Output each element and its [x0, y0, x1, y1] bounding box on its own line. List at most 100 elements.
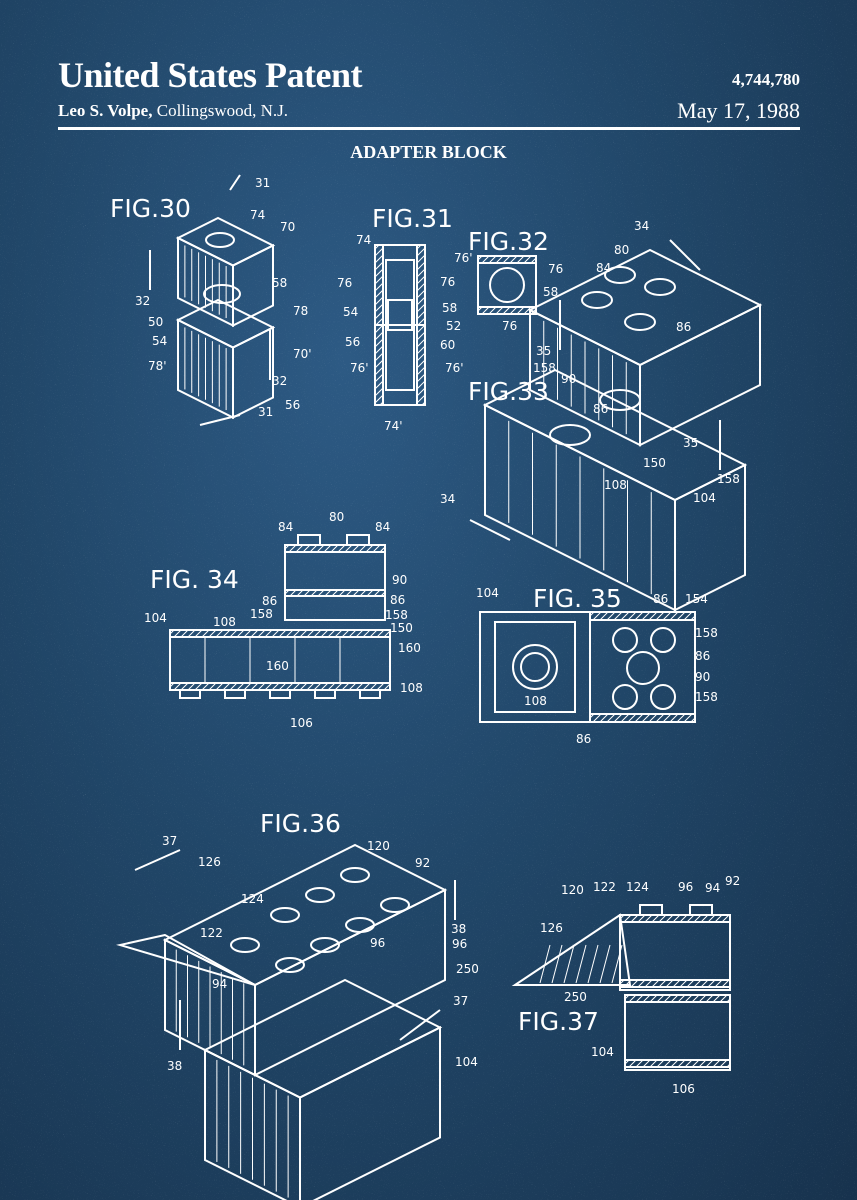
line: [169, 682, 175, 688]
reference-numeral: 52: [446, 319, 461, 333]
line: [134, 849, 181, 871]
line: [721, 979, 730, 988]
reference-numeral: 86: [653, 592, 668, 606]
line: [672, 979, 681, 988]
line: [421, 401, 426, 406]
outline: [674, 463, 746, 612]
line: [592, 611, 602, 621]
line: [320, 682, 329, 691]
section: [179, 689, 201, 699]
line: [495, 255, 504, 264]
line: [624, 1059, 630, 1065]
line: [693, 979, 702, 988]
line: [194, 682, 203, 691]
line: [669, 611, 679, 621]
line: [630, 914, 639, 923]
line: [250, 682, 259, 691]
reference-numeral: 70': [293, 347, 312, 361]
line: [374, 310, 384, 320]
line: [416, 352, 426, 362]
section: [387, 299, 413, 331]
reference-numeral: 158: [695, 690, 718, 704]
section: [346, 534, 370, 546]
line: [416, 324, 426, 334]
reference-numeral: 84: [375, 520, 390, 534]
stud: [520, 652, 550, 682]
line: [383, 630, 391, 638]
line: [676, 611, 686, 621]
line: [587, 944, 599, 984]
reference-numeral: 104: [476, 586, 499, 600]
line: [606, 611, 616, 621]
reference-numeral: 74: [356, 233, 371, 247]
line: [374, 303, 384, 313]
line: [215, 682, 224, 691]
line: [477, 306, 483, 312]
reference-numeral: 38: [451, 922, 466, 936]
stud: [512, 644, 558, 690]
line: [374, 261, 384, 271]
patent-date: May 17, 1988: [677, 98, 800, 123]
line: [679, 979, 688, 988]
line: [502, 306, 511, 315]
line: [656, 1059, 665, 1068]
line: [690, 717, 696, 723]
figure-label: FIG.32: [468, 227, 549, 256]
line: [523, 306, 532, 315]
line: [374, 268, 384, 278]
line: [250, 629, 259, 638]
line: [299, 629, 308, 638]
reference-numeral: 58: [272, 276, 287, 290]
line: [374, 254, 384, 264]
reference-numeral: 70: [280, 220, 295, 234]
line: [481, 306, 490, 315]
line: [334, 629, 343, 638]
stud: [650, 684, 676, 710]
line: [656, 994, 665, 1003]
line: [655, 611, 665, 621]
line: [509, 255, 518, 264]
line: [201, 682, 210, 691]
stud: [340, 867, 370, 883]
line: [644, 914, 653, 923]
line: [362, 629, 371, 638]
line: [345, 589, 353, 597]
figure-label: FIG.36: [260, 809, 341, 838]
reference-numeral: 80: [614, 243, 629, 257]
reference-numeral: 160: [266, 659, 289, 673]
line: [278, 682, 287, 691]
section: [297, 534, 321, 546]
reference-numeral: 60: [440, 338, 455, 352]
line: [665, 979, 674, 988]
section: [589, 611, 696, 723]
line: [628, 1059, 637, 1068]
line: [374, 380, 384, 390]
line: [575, 944, 587, 984]
line: [344, 544, 353, 553]
line: [317, 589, 325, 597]
reference-numeral: 86: [262, 594, 277, 608]
line: [530, 257, 537, 264]
line: [563, 944, 575, 984]
line: [488, 255, 497, 264]
line: [712, 994, 721, 1003]
patent-number: 4,744,780: [732, 70, 800, 89]
line: [199, 414, 241, 426]
outline: [116, 933, 256, 986]
reference-numeral: 108: [400, 681, 423, 695]
outline: [204, 1048, 301, 1200]
line: [599, 611, 609, 621]
line: [374, 282, 384, 292]
outline: [299, 1025, 441, 1200]
line: [523, 255, 532, 264]
section: [494, 621, 576, 713]
reference-numeral: 122: [593, 880, 616, 894]
reference-numeral: 108: [604, 478, 627, 492]
reference-numeral: 56: [345, 335, 360, 349]
line: [187, 682, 196, 691]
reference-numeral: 250: [456, 962, 479, 976]
